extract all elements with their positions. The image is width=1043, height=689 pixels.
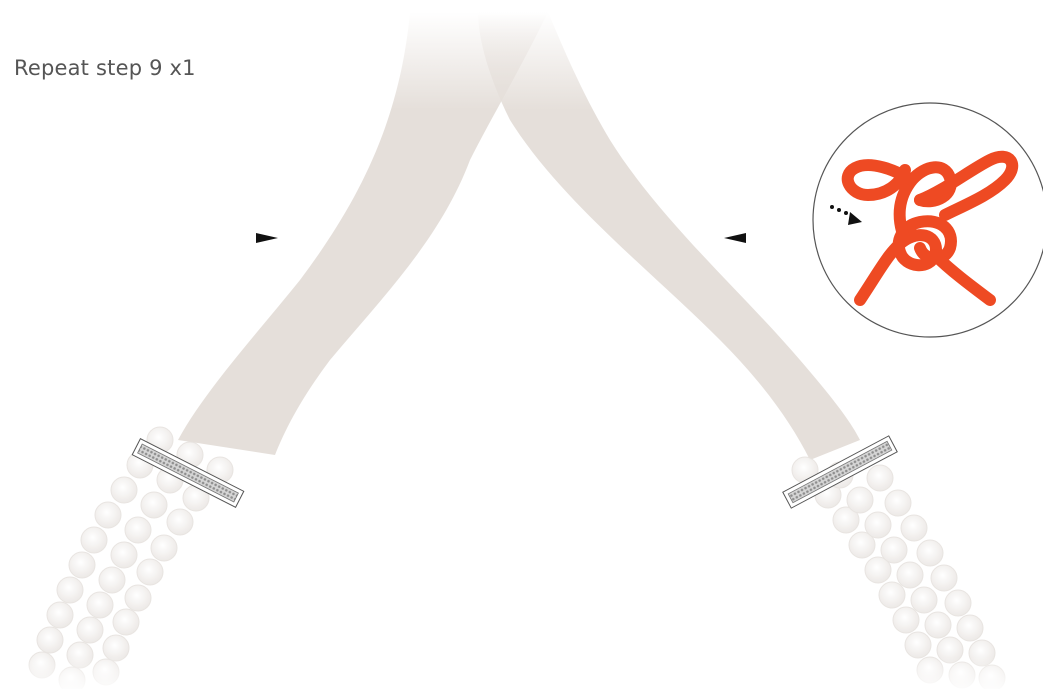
right-clasp: [782, 435, 898, 509]
left-clasp: [131, 437, 245, 509]
left-pointer-icon: [256, 233, 278, 243]
inset-arrow-icon: [830, 205, 862, 225]
right-pointer-icon: [724, 233, 746, 243]
knot-inset: [812, 102, 1043, 338]
left-ribbon: [178, 12, 548, 455]
step-instruction-text: Repeat step 9 x1: [14, 56, 196, 80]
right-ribbon: [478, 12, 860, 460]
